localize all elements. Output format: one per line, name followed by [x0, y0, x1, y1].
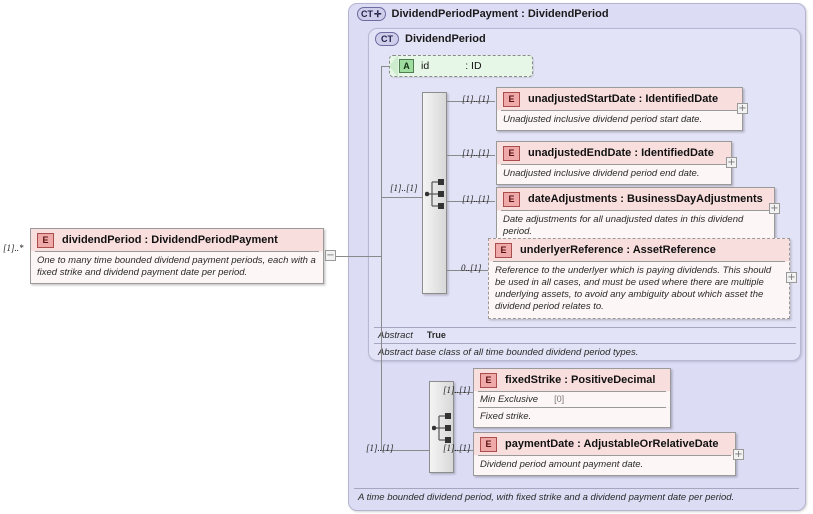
expand-toggle-unadjustedenddate[interactable]: + — [726, 156, 737, 168]
element-badge-icon: E — [495, 242, 512, 258]
element-header-fixedstrike: E fixedStrike : PositiveDecimal — [474, 369, 670, 391]
collapse-toggle-dividendperiod[interactable]: − — [325, 249, 336, 261]
connector-hline-own-seq — [381, 450, 430, 451]
inner-ct-divider-bottom — [374, 343, 796, 344]
element-divider — [501, 110, 738, 111]
facet-value: [0] — [554, 394, 565, 404]
element-divider — [501, 164, 727, 165]
complextype-badge-icon-inner[interactable]: CT — [375, 32, 399, 46]
complextype-title-dividendperiod: DividendPeriod — [405, 33, 486, 45]
element-title-dividendperiod: dividendPeriod : DividendPeriodPayment — [62, 234, 278, 246]
connector-hline-attr — [381, 66, 390, 67]
element-annotation-paymentdate: Dividend period amount payment date. — [474, 456, 735, 476]
element-dividendperiod[interactable]: E dividendPeriod : DividendPeriodPayment… — [30, 228, 324, 285]
element-annotation-unadjustedenddate: Unadjusted inclusive dividend period end… — [497, 165, 731, 185]
occurrence-label-own-seq: [1]..[1] — [366, 443, 394, 453]
occurrence-label-unadjustedstartdate: [1]..[1] — [462, 94, 490, 104]
occurrence-label-paymentdate: [1]..[1] — [443, 443, 471, 453]
element-title-unadjustedenddate: unadjustedEndDate : IdentifiedDate — [528, 147, 714, 159]
connector-hline-inherited-seq — [381, 197, 423, 198]
element-header-unadjustedenddate: E unadjustedEndDate : IdentifiedDate — [497, 142, 731, 164]
element-facet-minexclusive: Min Exclusive [0] — [474, 392, 670, 407]
element-annotation-dividendperiod: One to many time bounded dividend paymen… — [31, 252, 323, 284]
connector-hline-el1 — [447, 101, 495, 102]
sequence-compositor-inherited[interactable] — [422, 92, 447, 294]
connector-branch-spine — [381, 197, 382, 450]
sequence-icon — [425, 179, 444, 209]
element-badge-icon: E — [480, 372, 497, 388]
attribute-name: id — [421, 60, 430, 72]
element-annotation-dateadjustments: Date adjustments for all unadjusted date… — [497, 211, 774, 243]
element-annotation-underlyerreference: Reference to the underlyer which is payi… — [489, 262, 789, 318]
outer-ct-divider — [354, 488, 799, 489]
element-title-dateadjustments: dateAdjustments : BusinessDayAdjustments — [528, 193, 763, 205]
element-unadjustedenddate[interactable]: E unadjustedEndDate : IdentifiedDate Una… — [496, 141, 732, 186]
inner-ct-annotation: Abstract base class of all time bounded … — [378, 347, 639, 358]
element-header-underlyerreference: E underlyerReference : AssetReference — [489, 239, 789, 261]
attribute-id[interactable]: A id : ID — [389, 55, 533, 77]
ct-expand-plus-icon[interactable]: ✛ — [374, 9, 382, 19]
occurrence-label-unadjustedenddate: [1]..[1] — [462, 148, 490, 158]
element-divider — [35, 251, 319, 252]
element-title-paymentdate: paymentDate : AdjustableOrRelativeDate — [505, 438, 719, 450]
element-fixedstrike[interactable]: E fixedStrike : PositiveDecimal Min Excl… — [473, 368, 671, 429]
element-title-fixedstrike: fixedStrike : PositiveDecimal — [505, 374, 656, 386]
element-header-dividendperiod: E dividendPeriod : DividendPeriodPayment — [31, 229, 323, 251]
facet-label: Min Exclusive — [480, 394, 539, 405]
connector-hline-fixedstrike — [454, 392, 481, 393]
connector-hline-el2 — [447, 155, 495, 156]
occurrence-label-underlyerreference: 0..[1] — [461, 263, 482, 273]
element-title-underlyerreference: underlyerReference : AssetReference — [520, 244, 716, 256]
element-title-unadjustedstartdate: unadjustedStartDate : IdentifiedDate — [528, 93, 719, 105]
complextype-header-dividendperiod[interactable]: CT DividendPeriod — [375, 32, 486, 46]
inner-ct-divider-top — [374, 327, 796, 328]
complextype-badge-icon[interactable]: CT✛ — [357, 7, 386, 21]
occurrence-label-inherited-group: [1]..[1] — [390, 183, 418, 193]
connector-hline-paymentdate — [454, 450, 481, 451]
element-badge-icon: E — [503, 191, 520, 207]
sequence-compositor-own[interactable] — [429, 381, 454, 473]
connector-hline-el4 — [447, 270, 488, 271]
occurrence-label-fixedstrike: [1]..[1] — [443, 385, 471, 395]
element-annotation-unadjustedstartdate: Unadjusted inclusive dividend period sta… — [497, 111, 742, 131]
attribute-pointer-icon — [389, 55, 398, 77]
element-header-paymentdate: E paymentDate : AdjustableOrRelativeDate — [474, 433, 735, 455]
connector-hline-root — [336, 256, 382, 257]
element-annotation-fixedstrike: Fixed strike. — [474, 408, 670, 428]
abstract-row: Abstract True — [374, 328, 796, 343]
attribute-type: : ID — [465, 60, 482, 72]
element-divider-2 — [478, 407, 666, 408]
complextype-title-dividendperiodpayment: DividendPeriodPayment : DividendPeriod — [391, 8, 609, 20]
element-badge-icon: E — [503, 145, 520, 161]
connector-hline-el3 — [447, 201, 495, 202]
attribute-badge-icon: A — [399, 59, 414, 73]
element-dateadjustments[interactable]: E dateAdjustments : BusinessDayAdjustmen… — [496, 187, 775, 244]
element-badge-icon: E — [503, 91, 520, 107]
element-divider — [478, 455, 731, 456]
abstract-label: Abstract — [378, 330, 413, 341]
ct-badge-label-inner: CT — [381, 34, 393, 44]
expand-toggle-unadjustedstartdate[interactable]: + — [737, 102, 748, 114]
element-badge-icon: E — [480, 436, 497, 452]
expand-toggle-dateadjustments[interactable]: + — [769, 202, 780, 214]
element-header-dateadjustments: E dateAdjustments : BusinessDayAdjustmen… — [497, 188, 774, 210]
abstract-value: True — [426, 330, 446, 340]
expand-toggle-paymentdate[interactable]: + — [733, 448, 744, 460]
expand-toggle-underlyerreference[interactable]: + — [786, 271, 797, 283]
element-divider — [501, 210, 770, 211]
element-badge-icon: E — [37, 232, 54, 248]
element-header-unadjustedstartdate: E unadjustedStartDate : IdentifiedDate — [497, 88, 742, 110]
element-divider — [478, 391, 666, 392]
occurrence-label-dateadjustments: [1]..[1] — [462, 194, 490, 204]
element-unadjustedstartdate[interactable]: E unadjustedStartDate : IdentifiedDate U… — [496, 87, 743, 132]
element-divider — [493, 261, 785, 262]
occurrence-label-dividendperiod: [1]..* — [3, 243, 24, 253]
element-paymentdate[interactable]: E paymentDate : AdjustableOrRelativeDate… — [473, 432, 736, 477]
element-underlyerreference[interactable]: E underlyerReference : AssetReference Re… — [488, 238, 790, 319]
outer-ct-annotation: A time bounded dividend period, with fix… — [358, 492, 735, 503]
ct-badge-label: CT — [361, 9, 373, 19]
sequence-icon — [432, 413, 451, 443]
connector-vline-attr-spine — [381, 66, 382, 197]
complextype-header-dividendperiodpayment[interactable]: CT✛ DividendPeriodPayment : DividendPeri… — [357, 7, 609, 21]
